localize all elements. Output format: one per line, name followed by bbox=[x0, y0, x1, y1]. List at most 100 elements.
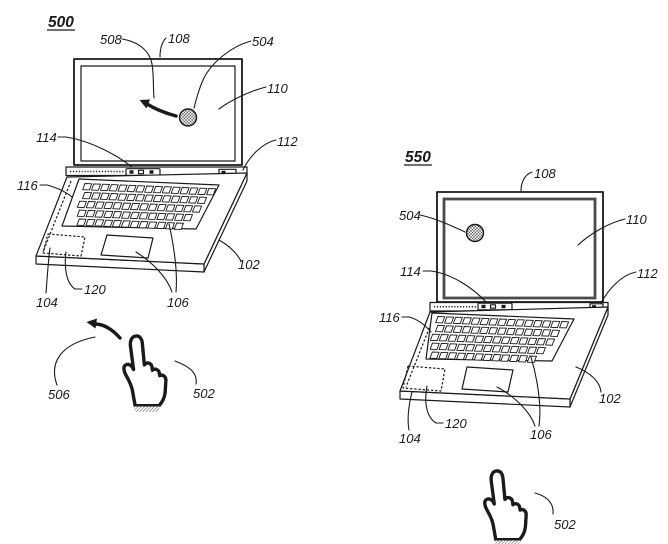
figure-500: 500 bbox=[17, 14, 298, 412]
laptop-lid-bezel bbox=[436, 191, 604, 303]
keyboard-key bbox=[443, 325, 454, 333]
keyboard-key bbox=[112, 202, 123, 210]
keyboard-key bbox=[129, 202, 141, 211]
screen-swipe-arrowhead-icon bbox=[139, 99, 150, 109]
keyboard-key bbox=[138, 221, 149, 229]
keyboard-key bbox=[161, 186, 172, 194]
keyboard-key bbox=[435, 316, 446, 324]
keyboard-key bbox=[523, 319, 534, 327]
keyboard-key bbox=[447, 334, 458, 342]
ref-label-106: 106 bbox=[530, 427, 552, 442]
keyboard-key bbox=[514, 328, 525, 336]
sensor-element bbox=[501, 304, 506, 309]
sensor-element bbox=[129, 170, 134, 174]
keyboard-key bbox=[474, 335, 485, 343]
ref-label-114: 114 bbox=[36, 130, 57, 145]
hand-shadow-hatch bbox=[133, 406, 160, 412]
keyboard-key bbox=[188, 187, 199, 195]
keyboard-key bbox=[120, 220, 131, 228]
keyboard-key bbox=[76, 200, 88, 209]
keyboard-key bbox=[558, 321, 570, 329]
display-area bbox=[442, 197, 597, 300]
camera-element bbox=[137, 169, 145, 175]
ref-label-102: 102 bbox=[599, 391, 621, 406]
keyboard-key bbox=[182, 205, 194, 213]
keyboard-key bbox=[500, 354, 511, 362]
keyboard-key bbox=[117, 184, 128, 192]
keyboard-key bbox=[438, 351, 449, 360]
keyboard-key bbox=[165, 204, 176, 212]
keyboard-key bbox=[120, 211, 132, 219]
keyboard-key bbox=[179, 195, 190, 204]
keyboard-key bbox=[443, 316, 455, 324]
keyboard-key bbox=[196, 196, 208, 204]
keyboard-key bbox=[473, 353, 484, 361]
keyboard-key bbox=[464, 344, 476, 352]
camera-element bbox=[489, 304, 497, 309]
touchpad bbox=[461, 366, 514, 393]
leader-502 bbox=[174, 360, 197, 385]
leader-114 bbox=[422, 270, 487, 303]
leader-104 bbox=[45, 247, 51, 294]
keyboard-key bbox=[111, 211, 123, 219]
keyboard-key bbox=[517, 355, 529, 363]
leader-104 bbox=[407, 391, 413, 431]
sensor-region-dashed bbox=[402, 365, 446, 392]
keyboard-key bbox=[461, 326, 472, 334]
ref-label-504: 504 bbox=[252, 34, 274, 49]
keyboard-key bbox=[117, 193, 128, 201]
keyboard-key bbox=[111, 219, 123, 228]
keyboard-key bbox=[456, 334, 467, 343]
keyboard-key bbox=[518, 346, 529, 354]
leader-110 bbox=[218, 86, 267, 110]
leader-120 bbox=[425, 385, 444, 424]
keyboard-key bbox=[85, 218, 96, 227]
keyboard-key bbox=[461, 317, 472, 325]
keyboard-key bbox=[147, 203, 158, 211]
ref-label-116: 116 bbox=[17, 178, 38, 193]
display-area bbox=[80, 65, 236, 162]
keyboard-key bbox=[152, 194, 163, 203]
keyboard-key bbox=[81, 191, 93, 200]
keyboard-key bbox=[182, 213, 194, 222]
gesture-dot-icon bbox=[178, 108, 198, 127]
keyboard-key bbox=[191, 205, 203, 213]
sensor-region-dashed bbox=[42, 233, 86, 257]
figure-number-500: 500 bbox=[48, 14, 74, 31]
figure-number-550: 550 bbox=[405, 149, 431, 166]
keyboard-key bbox=[134, 194, 146, 202]
leader-112 bbox=[242, 139, 277, 171]
keyboard-key bbox=[541, 329, 552, 337]
keyboard-key bbox=[94, 210, 105, 218]
leader-508 bbox=[121, 38, 155, 99]
keyboard-key bbox=[447, 352, 458, 360]
ref-label-102: 102 bbox=[238, 257, 260, 272]
keyboard-key bbox=[165, 213, 176, 221]
keyboard-key bbox=[509, 354, 520, 363]
base-edge-sensor-line bbox=[405, 315, 435, 388]
ref-label-502: 502 bbox=[554, 517, 576, 532]
keyboard-key bbox=[505, 318, 517, 327]
keyboard-key bbox=[152, 185, 164, 194]
screen-swipe-arrow-icon bbox=[145, 102, 178, 118]
keyboard-key bbox=[76, 218, 87, 226]
keyboard-key bbox=[173, 213, 185, 221]
keyboard-key bbox=[99, 183, 111, 192]
sensor-element bbox=[149, 170, 154, 174]
keyboard-key bbox=[121, 202, 132, 210]
leader-106-touchpad bbox=[135, 251, 173, 293]
keyboard bbox=[429, 316, 570, 363]
ref-label-112: 112 bbox=[277, 134, 298, 149]
keyboard-key bbox=[452, 316, 464, 325]
keyboard-key bbox=[470, 326, 481, 334]
keyboard-key bbox=[500, 345, 511, 353]
keyboard-key bbox=[188, 196, 199, 204]
keyboard-key bbox=[465, 335, 476, 343]
ref-label-120: 120 bbox=[445, 416, 467, 431]
leader-120 bbox=[64, 251, 83, 290]
keyboard-key bbox=[505, 327, 516, 336]
keyboard-key bbox=[455, 352, 467, 360]
keyboard-key bbox=[487, 327, 499, 335]
ref-label-112: 112 bbox=[637, 266, 658, 281]
figure-550: 550 bbox=[379, 149, 658, 544]
